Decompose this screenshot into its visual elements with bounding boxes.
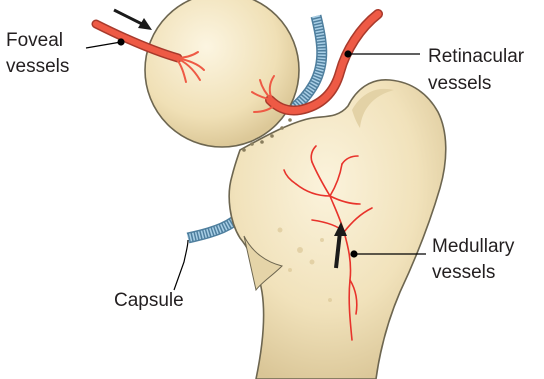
label-capsule: Capsule (114, 290, 184, 311)
label-foveal-vessels: Foveal vessels (6, 30, 69, 77)
label-medullary-vessels: Medullary vessels (432, 236, 520, 283)
femoral-head (145, 0, 299, 147)
label-retinacular-vessels: Retinacular vessels (428, 46, 529, 94)
indicator-arrow-icon (114, 10, 152, 30)
